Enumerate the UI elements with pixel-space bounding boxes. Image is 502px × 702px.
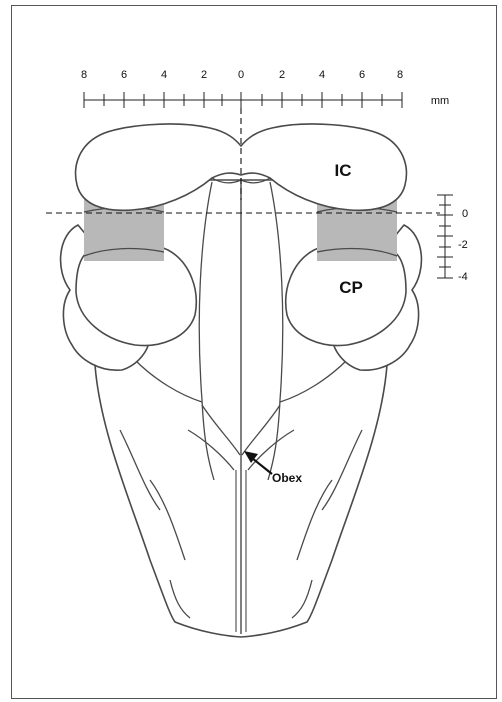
depth-scale: 0 -2 -4 xyxy=(437,195,468,283)
cp-label: CP xyxy=(339,278,363,297)
unit-label: mm xyxy=(431,95,449,107)
mm-tick-label: 0 xyxy=(238,69,244,81)
mm-scale: 8 6 4 2 0 2 4 6 8 mm xyxy=(81,69,449,108)
ic-label: IC xyxy=(335,161,352,180)
depth-tick-label: -4 xyxy=(458,271,468,283)
mm-tick-label: 6 xyxy=(359,69,365,81)
obex-label: Obex xyxy=(272,471,302,485)
depth-tick-label: -2 xyxy=(458,239,468,251)
mm-tick-label: 6 xyxy=(121,69,127,81)
mm-tick-label: 8 xyxy=(397,69,403,81)
mm-tick-label: 4 xyxy=(319,69,325,81)
mm-tick-label: 2 xyxy=(279,69,285,81)
mm-tick-label: 8 xyxy=(81,69,87,81)
depth-tick-label: 0 xyxy=(462,208,468,220)
mm-tick-label: 2 xyxy=(201,69,207,81)
mm-tick-label: 4 xyxy=(161,69,167,81)
